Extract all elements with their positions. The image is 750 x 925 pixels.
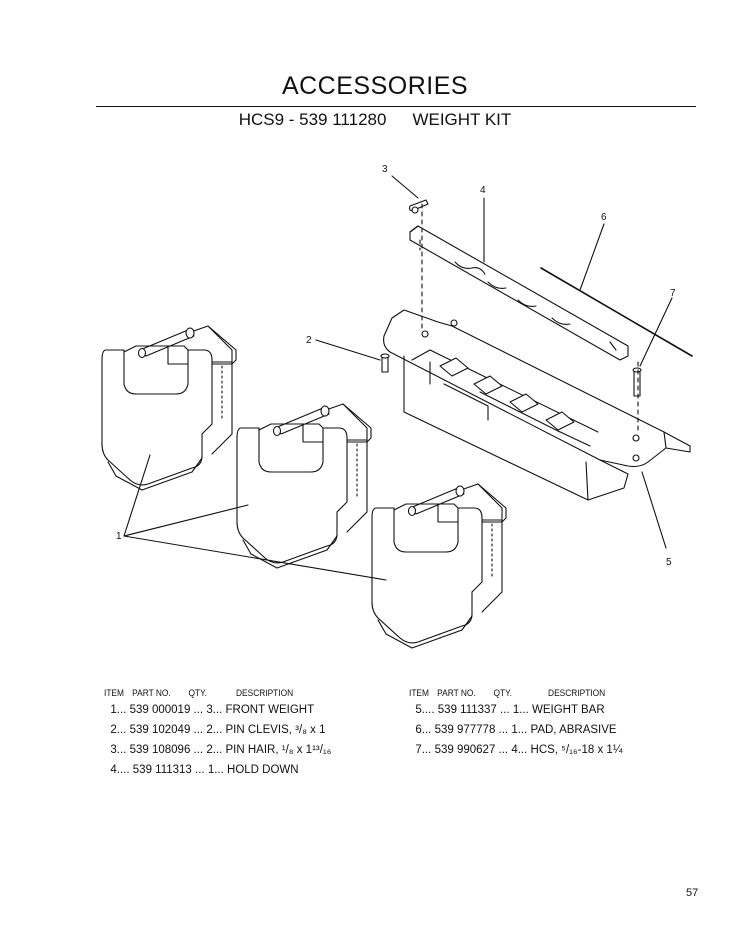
header-item: ITEM <box>104 688 124 699</box>
callout-3: 3 <box>382 164 388 175</box>
row-part-no: 539 990627 <box>434 744 496 756</box>
parts-row: 3... 539 108096 ... 2... PIN HAIR, ¹/₈ x… <box>110 744 332 756</box>
title-divider <box>96 106 696 107</box>
clevis-pin <box>380 353 390 373</box>
row-item: 4 <box>110 764 117 776</box>
parts-row: 4.... 539 111313 ... 1... HOLD DOWN <box>110 764 299 776</box>
header-item: ITEM <box>409 688 429 699</box>
abrasive-pad <box>540 267 693 357</box>
header-part-no: PART NO. <box>437 688 476 699</box>
callout-2: 2 <box>306 335 312 346</box>
front-weight-3 <box>371 483 507 649</box>
front-weight-2 <box>236 403 372 569</box>
parts-row: 1... 539 000019 ... 3... FRONT WEIGHT <box>110 704 315 716</box>
row-description: HCS, ⁵/₁₆-18 x 1¼ <box>530 744 623 756</box>
parts-row: 5.... 539 111337 ... 1... WEIGHT BAR <box>415 704 605 716</box>
parts-list-header: ITEM PART NO. QTY. DESCRIPTION <box>409 688 605 704</box>
leader-lines <box>123 175 673 581</box>
row-qty: 1 <box>511 724 518 736</box>
parts-list-right: ITEM PART NO. QTY. DESCRIPTION 5.... 539 11… <box>409 688 632 764</box>
front-weight-1 <box>101 325 237 491</box>
hair-pin <box>408 199 429 214</box>
hcs-bolt <box>632 367 642 397</box>
row-part-no: 539 102049 <box>129 724 191 736</box>
callout-7: 7 <box>670 288 676 299</box>
callout-5: 5 <box>666 557 672 568</box>
row-description: PIN HAIR, ¹/₈ x 1¹³/₁₆ <box>225 744 332 756</box>
row-item: 1 <box>110 704 117 716</box>
assembly-centrelines <box>419 203 639 431</box>
row-item: 7 <box>415 744 422 756</box>
row-item: 5 <box>415 704 422 716</box>
parts-row: 2... 539 102049 ... 2... PIN CLEVIS, ³/₈… <box>110 724 326 736</box>
row-description: WEIGHT BAR <box>532 704 605 716</box>
header-description: DESCRIPTION <box>236 688 294 699</box>
row-description: HOLD DOWN <box>227 764 299 776</box>
row-description: PAD, ABRASIVE <box>530 724 617 736</box>
header-qty: QTY. <box>188 688 207 699</box>
row-qty: 1 <box>512 704 520 716</box>
header-description: DESCRIPTION <box>548 688 606 699</box>
row-part-no: 539 111337 <box>437 704 497 716</box>
callout-4: 4 <box>480 185 486 196</box>
parts-list-left: ITEM PART NO. QTY. DESCRIPTION 1... 539 000… <box>104 688 331 784</box>
row-item: 6 <box>415 724 422 736</box>
row-qty: 2 <box>206 744 213 756</box>
row-description: PIN CLEVIS, ³/₈ x 1 <box>225 724 326 736</box>
row-item: 3 <box>110 744 117 756</box>
hold-down-bar <box>409 225 629 361</box>
row-description: FRONT WEIGHT <box>225 704 315 716</box>
header-part-no: PART NO. <box>132 688 171 699</box>
page-number: 57 <box>686 887 699 899</box>
row-qty: 4 <box>511 744 518 756</box>
kit-code: HCS9 - 539 111280 <box>238 110 387 129</box>
kit-name: WEIGHT KIT <box>412 110 512 129</box>
weight-bar <box>383 309 691 501</box>
row-qty: 1 <box>207 764 215 776</box>
parts-list-header: ITEM PART NO. QTY. DESCRIPTION <box>104 688 304 704</box>
row-qty: 3 <box>206 704 213 716</box>
kit-title: HCS9 - 539 111280 WEIGHT KIT <box>0 110 750 130</box>
row-qty: 2 <box>206 724 213 736</box>
row-part-no: 539 977778 <box>434 724 496 736</box>
header-qty: QTY. <box>493 688 512 699</box>
callout-1: 1 <box>116 531 122 542</box>
row-part-no: 539 000019 <box>129 704 191 716</box>
parts-row: 7... 539 990627 ... 4... HCS, ⁵/₁₆-18 x … <box>415 744 623 756</box>
row-part-no: 539 108096 <box>129 744 191 756</box>
row-part-no: 539 111313 <box>132 764 192 776</box>
row-item: 2 <box>110 724 117 736</box>
callout-6: 6 <box>601 212 607 223</box>
page-title: ACCESSORIES <box>281 72 469 100</box>
parts-row: 6... 539 977778 ... 1... PAD, ABRASIVE <box>415 724 617 736</box>
